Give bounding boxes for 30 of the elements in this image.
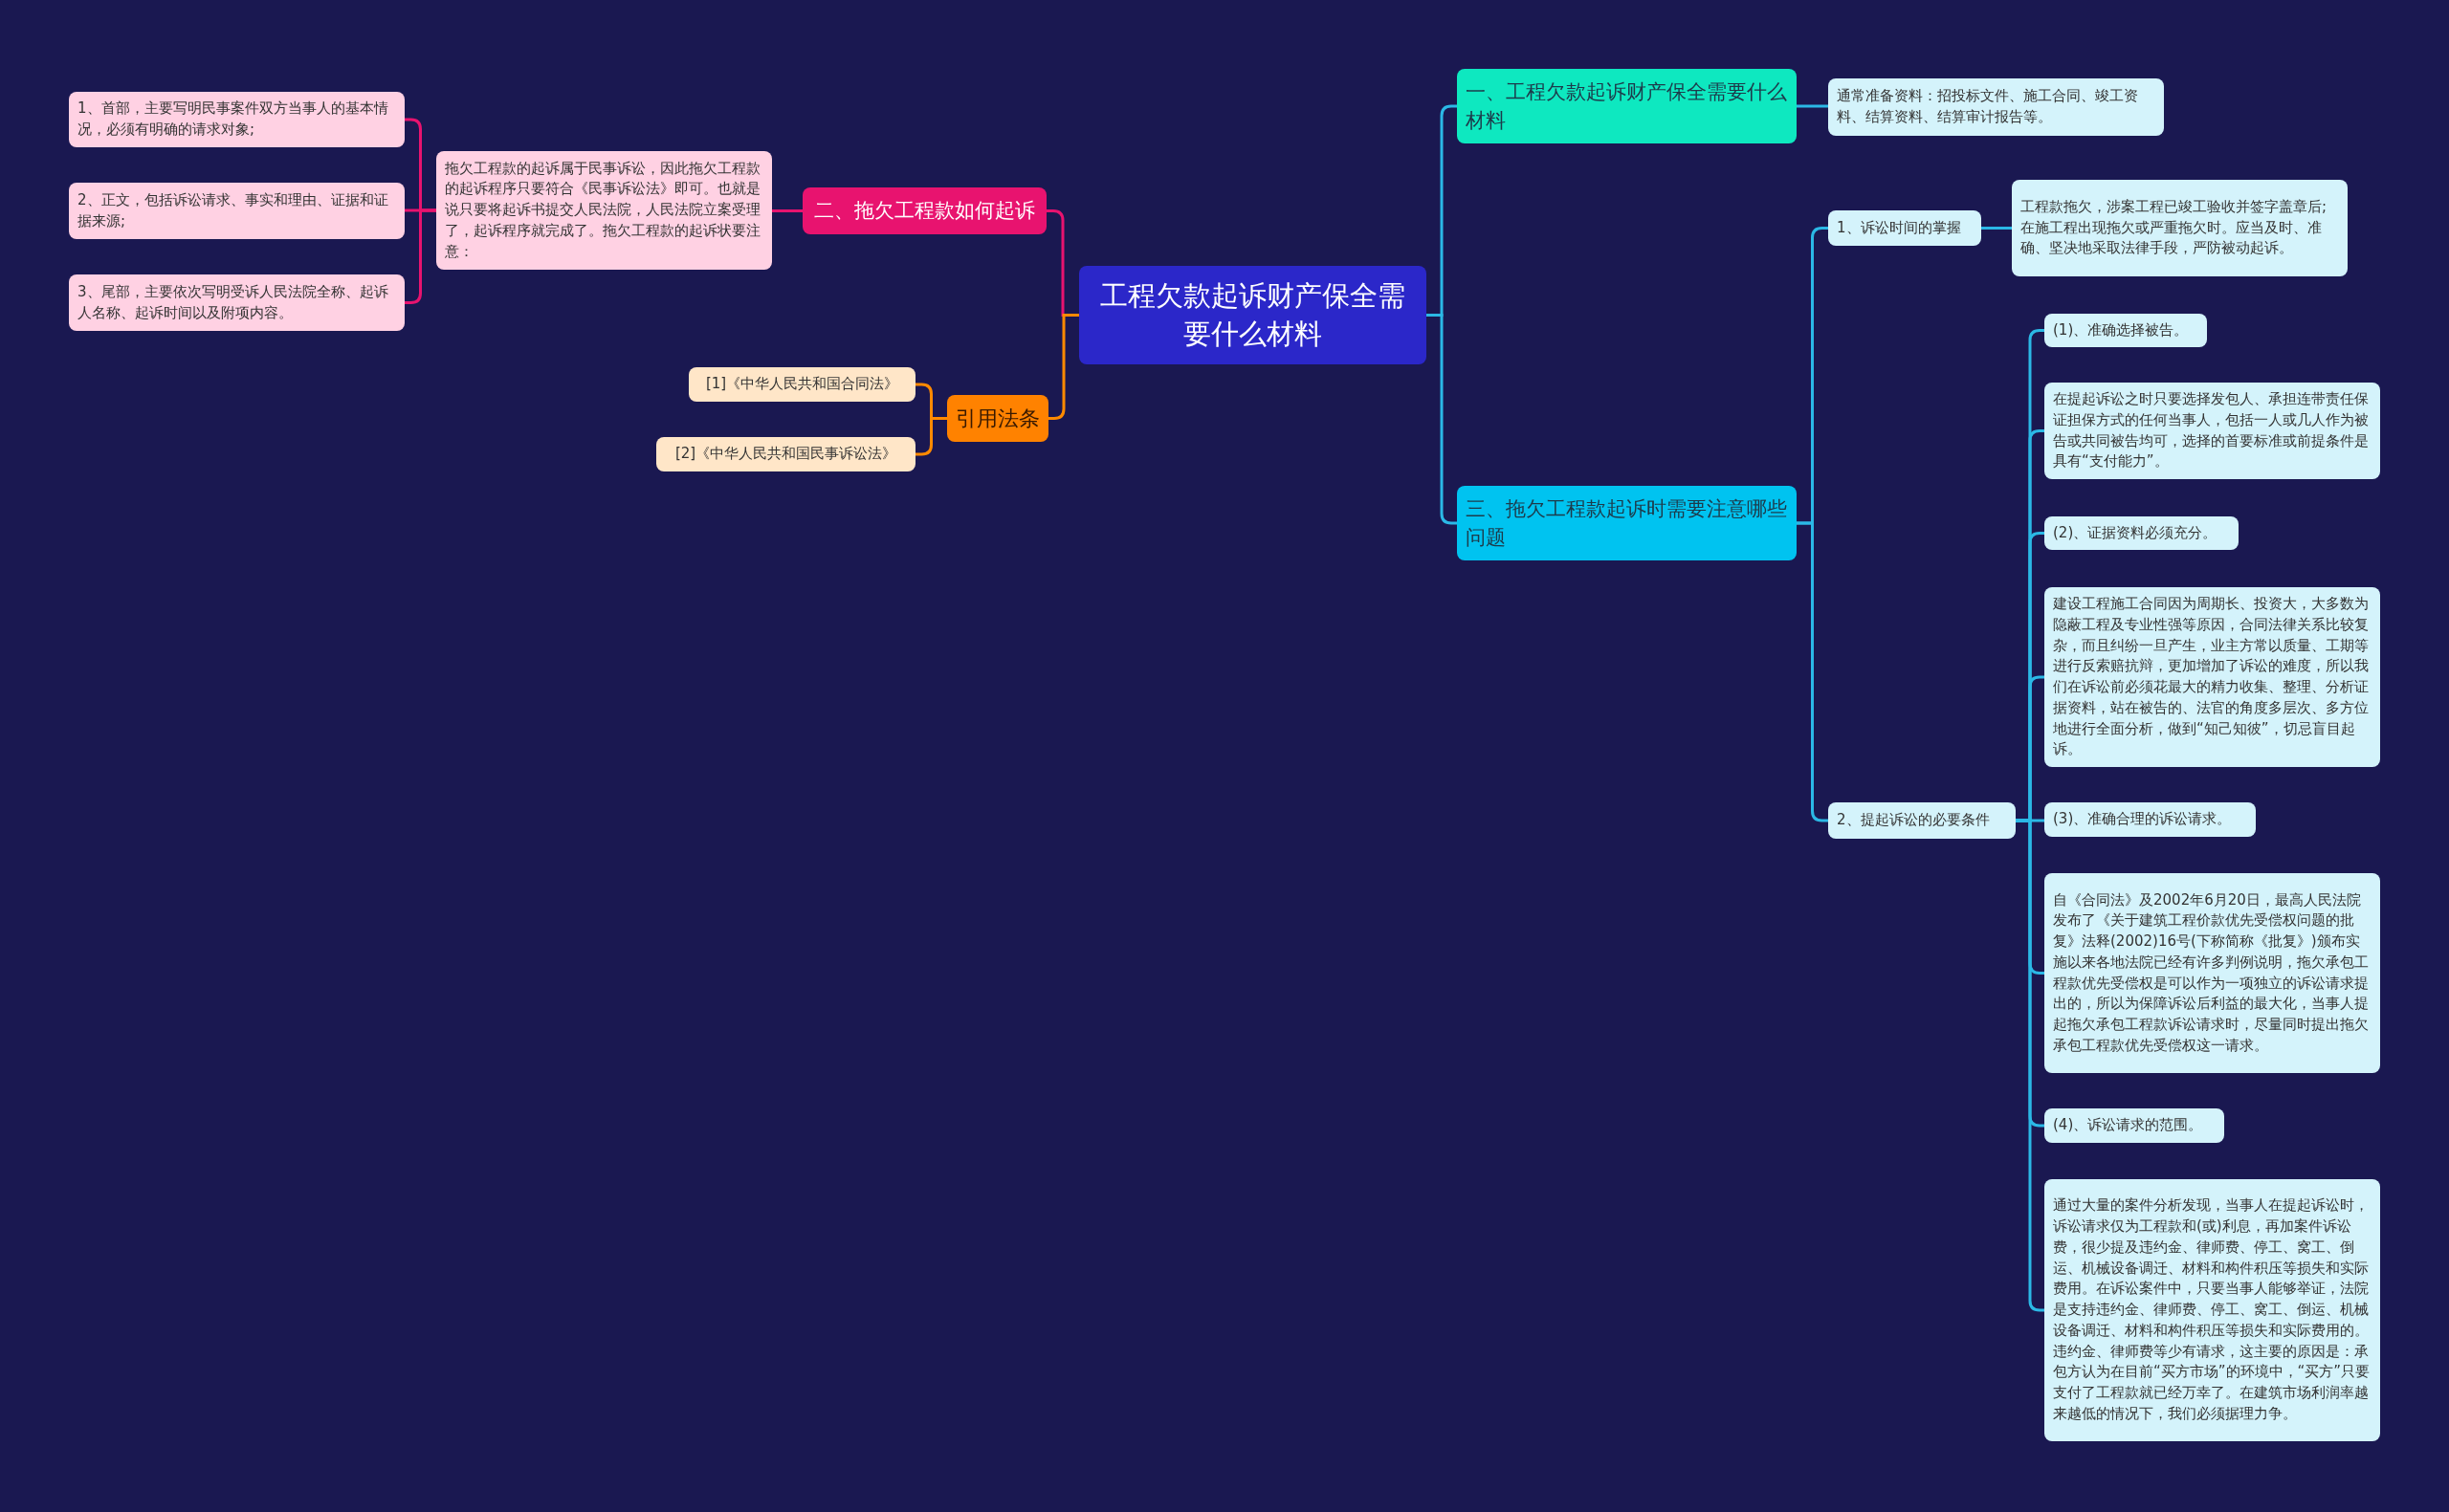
note-box: 1、首部，主要写明民事案件双方当事人的基本情况，必须有明确的请求对象; [69, 92, 405, 147]
branch-topic-box: 一、工程欠款起诉财产保全需要什么材料 [1457, 69, 1797, 143]
connector-line [1797, 521, 1828, 822]
note-box: (4)、诉讼请求的范围。 [2044, 1108, 2224, 1143]
note-box: 建设工程施工合同因为周期长、投资大，大多数为隐蔽工程及专业性强等原因，合同法律关系比较复杂，而且纠纷一旦产生，业主方常以质量、工期等进行反索赔抗辩，更加增加了诉讼的难度，所以我们在诉讼前必须花最大的精力收集、整理、分析证据资料，站在被告的、法官的角度多层次、多方位地进行全面分析，做到“知己知彼”，切忌盲目起诉。 [2044, 587, 2380, 767]
reference-box: [2]《中华人民共和国民事诉讼法》 [656, 437, 916, 471]
note-box: 2、提起诉讼的必要条件 [1828, 802, 2016, 839]
note-box: (3)、准确合理的诉讼请求。 [2044, 802, 2256, 837]
central-topic-box: 工程欠款起诉财产保全需要什么材料 [1079, 266, 1426, 364]
note-box: 3、尾部，主要依次写明受诉人民法院全称、起诉人名称、起诉时间以及附项内容。 [69, 274, 405, 331]
note-box: 通常准备资料：招投标文件、施工合同、竣工资料、结算资料、结算审计报告等。 [1828, 78, 2164, 136]
note-box: 1、诉讼时间的掌握 [1828, 210, 1981, 246]
connector-line [772, 209, 803, 212]
note-box: 通过大量的案件分析发现，当事人在提起诉讼时，诉讼请求仅为工程款和(或)利息，再加案件诉讼费，很少提及违约金、律师费、停工、窝工、倒运、机械设备调迁、材料和构件积压等损失和实际费用。在诉讼案件中，只要当事人能够举证，法院是支持违约金、律师费、停工、窝工、倒运、机械设备调迁、材料和构件积压等损失和实际费用的。违约金、律师费等少有请求，这主要的原因是：承包方认为在目前“买方市场”的环境中，“买方”只要支付了工程款就已经万幸了。在建筑市场利润率越来越低的情况下，我们必须据理力争。 [2044, 1179, 2380, 1441]
note-box: (2)、证据资料必须充分。 [2044, 516, 2239, 550]
connector-line [405, 208, 436, 304]
note-box: 工程款拖欠，涉案工程已竣工验收并签字盖章后;在施工程出现拖欠或严重拖欠时。应当及时、准确、坚决地采取法律手段，严防被动起诉。 [2012, 180, 2348, 276]
branch-topic-box: 引用法条 [947, 395, 1048, 442]
note-box: (1)、准确选择被告。 [2044, 314, 2207, 347]
connector-line [1981, 227, 2012, 230]
note-box: 2、正文，包括诉讼请求、事实和理由、证据和证据来源; [69, 183, 405, 239]
note-box: 在提起诉讼之时只要选择发包人、承担连带责任保证担保方式的任何当事人，包括一人或几人作为被告或共同被告均可，选择的首要标准或前提条件是具有“支付能力”。 [2044, 383, 2380, 479]
branch-topic-box: 三、拖欠工程款起诉时需要注意哪些问题 [1457, 486, 1797, 560]
connector-line [1797, 104, 1828, 108]
branch-topic-box: 二、拖欠工程款如何起诉 [803, 187, 1047, 234]
note-box: 自《合同法》及2002年6月20日，最高人民法院发布了《关于建筑工程价款优先受偿权问题的批复》法释(2002)16号(下称简称《批复》)颁布实施以来各地法院已经有许多判例说明，拖欠承包工程款优先受偿权是可以作为一项独立的诉讼请求提出的，所以为保障诉讼后利益的最大化，当事人提起拖欠承包工程款诉讼请求时，尽量同时提出拖欠承包工程款优先受偿权这一请求。 [2044, 873, 2380, 1073]
connector-line [1426, 314, 1457, 525]
connector-line [1048, 314, 1079, 420]
note-box: 拖欠工程款的起诉属于民事诉讼，因此拖欠工程款的起诉程序只要符合《民事诉讼法》即可。也就是说只要将起诉书提交人民法院，人民法院立案受理了，起诉程序就完成了。拖欠工程款的起诉状要注意： [436, 151, 772, 270]
reference-box: [1]《中华人民共和国合同法》 [689, 367, 916, 402]
